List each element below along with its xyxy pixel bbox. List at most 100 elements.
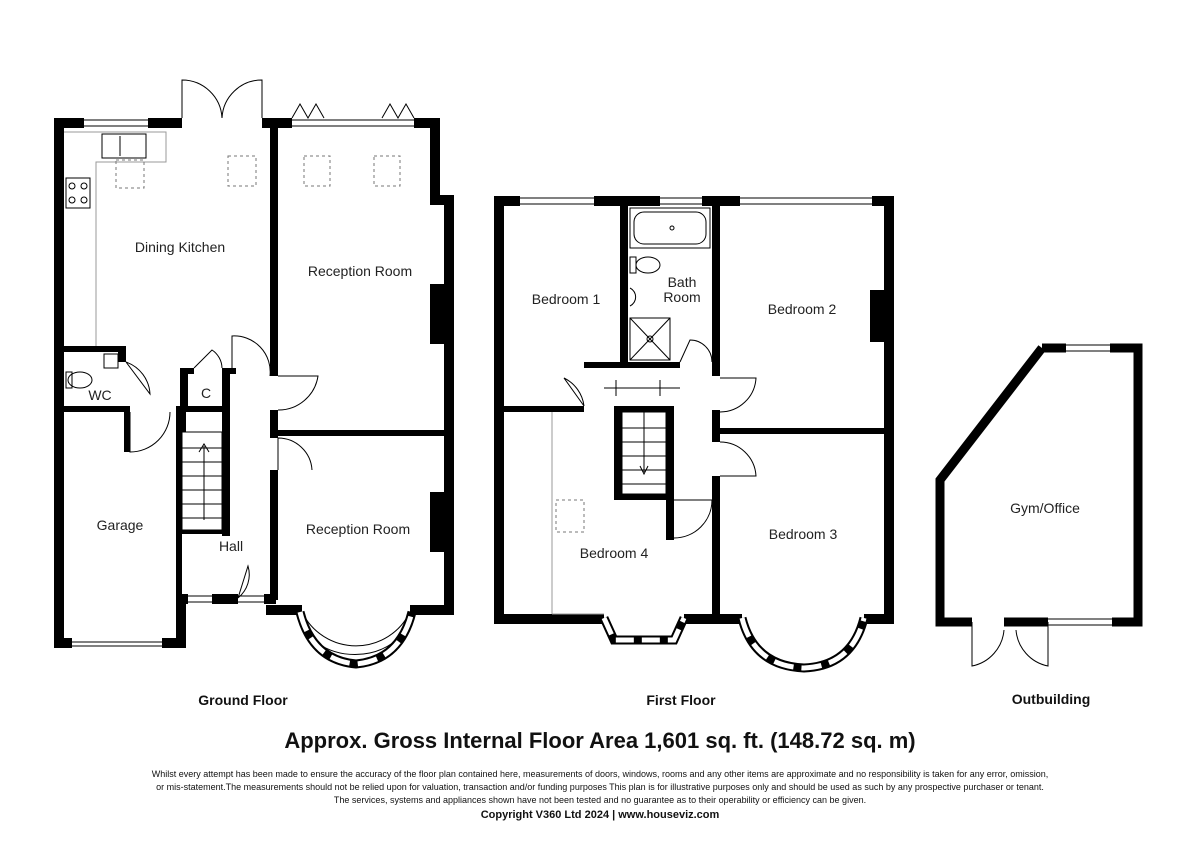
wall (54, 118, 84, 128)
floor-label-outbuilding: Outbuilding (1012, 691, 1091, 707)
disclaimer: Whilst every attempt has been made to en… (60, 768, 1140, 807)
door (231, 335, 271, 377)
wall (54, 118, 64, 648)
skylight (373, 155, 401, 187)
chimney-breast (430, 284, 444, 344)
room-label-bedroom-3: Bedroom 3 (769, 526, 838, 542)
wall (444, 195, 454, 615)
wall (180, 368, 188, 412)
wall (666, 406, 674, 496)
room-label-dining-kitchen: Dining Kitchen (135, 239, 225, 255)
door (129, 411, 171, 453)
wall (222, 368, 230, 536)
wall (864, 614, 894, 624)
french-door (971, 622, 1005, 667)
wall (712, 428, 884, 434)
first-floor-plan: Bedroom 1 Bath Room Bedroom 2 Bedroom 3 … (494, 196, 894, 708)
room-label-cupboard: C (201, 385, 211, 401)
wall (270, 430, 444, 436)
wall (176, 430, 182, 598)
shower (629, 317, 671, 361)
wall (64, 346, 126, 352)
wall (410, 605, 454, 615)
floor-plan-drawing: Dining Kitchen Reception Room Reception … (54, 79, 1143, 708)
basin (103, 353, 119, 369)
room-label-reception-room-front: Reception Room (306, 521, 410, 537)
wall (712, 410, 720, 442)
wall (494, 614, 604, 624)
wall (162, 638, 186, 648)
wall (494, 196, 520, 206)
wall (176, 406, 186, 432)
kitchen-worktop (64, 131, 167, 346)
wall (186, 406, 222, 412)
wall (614, 406, 674, 412)
bifold-door (381, 102, 415, 120)
wall (176, 594, 186, 648)
skylight (115, 159, 145, 189)
basin (629, 287, 637, 307)
toilet (67, 371, 93, 389)
skylight (303, 155, 331, 187)
wall (666, 494, 674, 540)
wall (124, 406, 130, 452)
door (277, 437, 313, 471)
floor-label-ground: Ground Floor (198, 692, 288, 708)
wall (180, 368, 194, 374)
wall (266, 605, 302, 615)
room-label-bedroom-4: Bedroom 4 (580, 545, 649, 561)
wall (118, 346, 126, 362)
wall (54, 638, 72, 648)
door (679, 339, 713, 363)
floor-label-first: First Floor (646, 692, 716, 708)
wall (430, 195, 454, 205)
door (719, 377, 757, 413)
wall (414, 118, 440, 128)
room-label-wc: WC (88, 387, 111, 403)
wall (270, 410, 278, 438)
french-door (221, 79, 263, 119)
door (237, 564, 250, 599)
chimney-breast (430, 492, 444, 552)
bifold-door (291, 102, 325, 120)
wall (176, 594, 188, 604)
wall (872, 196, 894, 206)
room-label-bedroom-2: Bedroom 2 (768, 301, 837, 317)
wall (494, 196, 504, 624)
bay-window (295, 610, 417, 669)
room-label-hall: Hall (219, 538, 243, 554)
sink (101, 133, 147, 159)
french-door (1015, 622, 1049, 667)
door (125, 361, 151, 396)
hob (65, 177, 91, 209)
french-door (181, 79, 223, 119)
wall (712, 196, 720, 376)
bay-window (599, 616, 689, 645)
room-label-bath-room-line2: Room (663, 289, 700, 305)
outbuilding-plan: Gym/Office Outbuilding (935, 343, 1143, 707)
bath (629, 207, 711, 249)
wall (270, 470, 278, 600)
wall (614, 406, 622, 496)
loft-hatch (555, 499, 585, 533)
room-label-gym-office: Gym/Office (1010, 500, 1080, 516)
wall (64, 406, 124, 412)
wall (504, 406, 584, 412)
staircase (604, 380, 680, 495)
room-label-garage: Garage (97, 517, 144, 533)
disclaimer-line: or mis-statement.The measurements should… (156, 782, 1044, 792)
wall (212, 594, 238, 604)
disclaimer-line: The services, systems and appliances sho… (333, 795, 867, 805)
wall (584, 362, 680, 368)
door (719, 441, 757, 477)
wall (222, 368, 236, 374)
room-label-reception-room-rear: Reception Room (308, 263, 412, 279)
wall (614, 494, 674, 500)
room-label-bedroom-1: Bedroom 1 (532, 291, 601, 307)
wall (182, 530, 230, 534)
copyright: Copyright V360 Ltd 2024 | www.houseviz.c… (480, 809, 720, 821)
wall (684, 614, 742, 624)
door (193, 349, 223, 369)
skylight (227, 155, 257, 187)
floor-area-title: Approx. Gross Internal Floor Area 1,601 … (284, 728, 916, 753)
